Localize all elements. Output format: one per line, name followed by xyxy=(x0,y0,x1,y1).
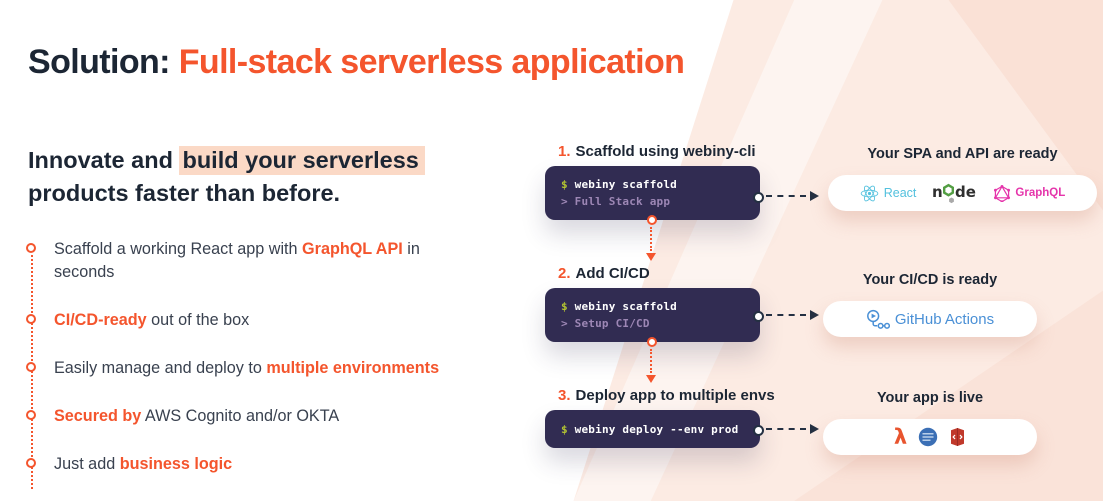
list-item: Scaffold a working React app with GraphQ… xyxy=(26,238,478,284)
headline-part2: products faster than before. xyxy=(28,179,341,206)
svg-text:n: n xyxy=(932,183,943,201)
github-actions-label: GitHub Actions xyxy=(894,310,995,328)
arrow-right-step-3 xyxy=(753,424,819,436)
arrow-dashed-line xyxy=(766,314,806,316)
tech-graphql: GraphQL xyxy=(994,184,1066,202)
react-label: React xyxy=(883,186,917,200)
page-title: Solution: Full-stack serverless applicat… xyxy=(28,42,685,82)
bullet-emphasis: business logic xyxy=(119,455,233,473)
bullet-text: Easily manage and deploy to xyxy=(54,359,267,377)
step-3-label: 3.Deploy app to multiple envs xyxy=(558,387,775,404)
terminal-step-1: $ webiny scaffold > Full Stack app xyxy=(545,166,760,220)
step-text: Add CI/CD xyxy=(575,265,650,282)
terminal-prompt: $ xyxy=(561,423,568,436)
tech-github-actions: GitHub Actions xyxy=(866,309,994,330)
result-step-2: Your CI/CD is ready GitHub Actions xyxy=(823,272,1037,337)
bullet-text: Scaffold a working React app with xyxy=(54,240,303,258)
headline-highlight: build your serverless xyxy=(179,145,425,175)
svg-text:de: de xyxy=(955,183,976,201)
arrow-right-step-1 xyxy=(753,191,819,203)
arrow-head-icon xyxy=(810,424,819,434)
connector-arrow-head-icon xyxy=(646,375,656,383)
terminal-command-line: $ webiny scaffold xyxy=(561,176,744,193)
terminal-command-line: $ webiny scaffold xyxy=(561,298,744,315)
list-item: Just add business logic xyxy=(26,453,478,476)
headline: Innovate and build your serverless produc… xyxy=(28,144,425,210)
terminal-step-2: $ webiny scaffold > Setup CI/CD xyxy=(545,288,760,342)
bullet-text: AWS Cognito and/or OKTA xyxy=(141,407,340,425)
tech-pill: React n de xyxy=(828,175,1097,211)
arrow-head-icon xyxy=(810,191,819,201)
bullet-text: in seconds xyxy=(54,240,420,281)
terminal-command: webiny scaffold xyxy=(574,178,677,191)
step-2-label: 2.Add CI/CD xyxy=(558,265,650,282)
arrow-dashed-line xyxy=(766,195,806,197)
tech-pill: λ xyxy=(823,419,1037,455)
result-step-3: Your app is live λ xyxy=(823,390,1037,455)
connector-down-1 xyxy=(646,215,658,261)
bullet-icon xyxy=(26,314,36,324)
connector-start-dot xyxy=(647,337,657,347)
terminal-output: > Setup CI/CD xyxy=(561,317,650,330)
bullet-icon xyxy=(26,243,36,253)
list-item: Easily manage and deploy to multiple env… xyxy=(26,357,478,380)
api-gateway-icon xyxy=(951,428,965,446)
bullet-icon xyxy=(26,458,36,468)
connector-start-dot xyxy=(647,215,657,225)
title-accent: Full-stack serverless application xyxy=(178,42,685,81)
bullet-emphasis: GraphQL API xyxy=(302,240,403,258)
arrow-right-step-2 xyxy=(753,310,819,322)
step-number: 2. xyxy=(558,265,571,282)
github-actions-icon xyxy=(866,309,890,329)
bullet-list: Scaffold a working React app with GraphQ… xyxy=(26,238,478,501)
tech-react: React xyxy=(860,184,917,203)
connector-dotted-line xyxy=(650,349,652,373)
step-text: Scaffold using webiny-cli xyxy=(575,143,756,160)
terminal-command: webiny deploy --env prod xyxy=(574,423,739,436)
react-icon xyxy=(860,185,878,201)
bullet-text: out of the box xyxy=(146,311,250,329)
terminal-step-3: $ webiny deploy --env prod xyxy=(545,410,760,448)
tech-nodejs: n de xyxy=(932,181,978,205)
tech-pill: GitHub Actions xyxy=(823,301,1037,337)
title-prefix: Solution: xyxy=(28,42,170,81)
graphql-icon xyxy=(994,184,1011,202)
step-number: 3. xyxy=(558,387,571,404)
arrow-start-dot xyxy=(753,192,764,203)
arrow-dashed-line xyxy=(766,428,806,430)
terminal-prompt: $ xyxy=(561,178,568,191)
step-text: Deploy app to multiple envs xyxy=(575,387,775,404)
result-title: Your CI/CD is ready xyxy=(862,272,998,288)
terminal-prompt: $ xyxy=(561,300,568,313)
terminal-command: webiny scaffold xyxy=(574,300,677,313)
connector-arrow-head-icon xyxy=(646,253,656,261)
nodejs-icon: n de xyxy=(932,183,976,204)
result-title: Your app is live xyxy=(876,390,984,406)
step-number: 1. xyxy=(558,143,571,160)
result-title: Your SPA and API are ready xyxy=(867,146,1058,162)
arrow-head-icon xyxy=(810,310,819,320)
bullet-emphasis: multiple environments xyxy=(266,359,440,377)
bullet-icon xyxy=(26,410,36,420)
arrow-start-dot xyxy=(753,311,764,322)
step-1-label: 1.Scaffold using webiny-cli xyxy=(558,143,756,160)
bullet-emphasis: CI/CD-ready xyxy=(54,311,147,329)
graphql-label: GraphQL xyxy=(1015,187,1066,199)
arrow-start-dot xyxy=(753,425,764,436)
bullet-emphasis: Secured by xyxy=(54,407,142,425)
terminal-command-line: $ webiny deploy --env prod xyxy=(561,421,744,438)
connector-down-2 xyxy=(646,337,658,383)
dynamodb-icon xyxy=(918,427,938,447)
bullet-text: Just add xyxy=(54,455,120,473)
bullet-icon xyxy=(26,362,36,372)
terminal-output: > Full Stack app xyxy=(561,195,671,208)
headline-part1: Innovate and xyxy=(28,146,180,173)
list-item: CI/CD-ready out of the box xyxy=(26,309,478,332)
connector-dotted-line xyxy=(650,227,652,251)
list-item: Secured by AWS Cognito and/or OKTA xyxy=(26,405,478,428)
aws-lambda-icon: λ xyxy=(893,424,908,449)
result-step-1: Your SPA and API are ready React n de xyxy=(828,146,1097,211)
